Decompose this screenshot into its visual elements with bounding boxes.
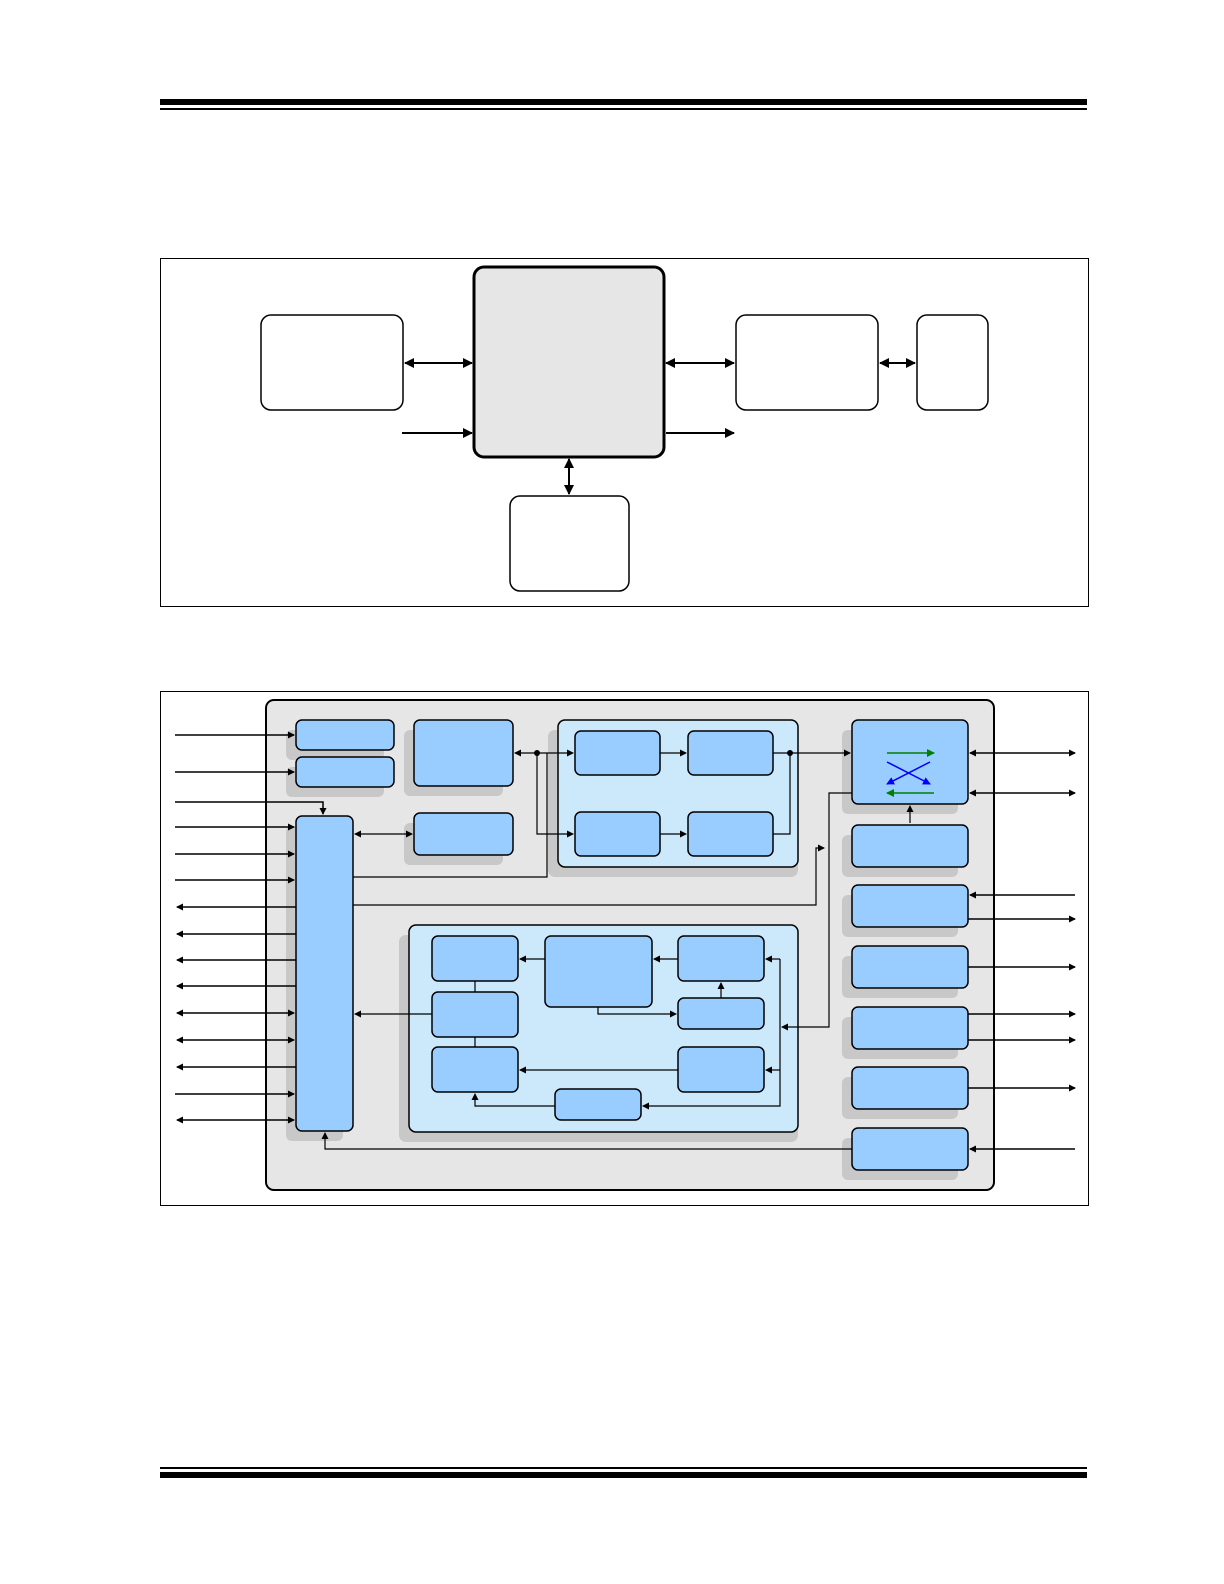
fig2-block-ls-1 — [431, 935, 519, 982]
fig2-block-top-left-2 — [295, 756, 395, 788]
fig1-connectors — [402, 358, 916, 495]
fig1-bottom-block — [509, 495, 630, 592]
footer-rule-thin — [160, 1467, 1087, 1469]
footer-rule-thick — [160, 1472, 1087, 1478]
fig2-block-us-1 — [574, 730, 661, 776]
fig2-block-right-1 — [851, 824, 969, 868]
fig2-block-us-4 — [687, 811, 774, 857]
fig2-block-top-left-1 — [295, 719, 395, 751]
header-rule-thick — [160, 99, 1087, 105]
fig2-blocks — [286, 719, 969, 1180]
fig2-switch-symbol — [886, 749, 935, 797]
fig2-block-us-3 — [574, 811, 661, 857]
fig2-block-right-3 — [851, 945, 969, 989]
fig2-block-ls-4 — [677, 935, 765, 982]
header-rule-thin — [160, 108, 1087, 110]
fig1-center-block — [472, 265, 666, 459]
fig2-block-mid — [413, 812, 514, 856]
fig2-left-signals — [175, 731, 327, 1124]
fig2-block-right-2 — [851, 884, 969, 928]
fig2-block-ls-7 — [554, 1088, 642, 1121]
fig2-block-right-5 — [851, 1066, 969, 1110]
fig1-right-block-1 — [735, 314, 879, 411]
fig1-left-block — [260, 314, 404, 411]
fig2-block-right-6 — [851, 1127, 969, 1171]
fig2-block-ls-core — [544, 935, 653, 1008]
fig2-internal-connections — [321, 749, 914, 1150]
fig2-block-us-2 — [687, 730, 774, 776]
fig2-junction-dots — [534, 750, 793, 756]
fig1-right-block-2 — [916, 314, 989, 411]
fig2-block-ls-5 — [677, 997, 765, 1030]
fig2-block-ls-2 — [431, 991, 519, 1038]
fig2-block-ls-3 — [431, 1046, 519, 1093]
fig1-blocks — [260, 265, 989, 592]
fig2-block-ls-6 — [677, 1046, 765, 1093]
fig2-block-upper-mid — [413, 719, 514, 787]
fig2-right-signals — [968, 749, 1076, 1153]
fig2-block-io-column — [295, 815, 354, 1132]
fig2-block-right-4 — [851, 1006, 969, 1050]
fig2-block-switch — [851, 719, 969, 805]
